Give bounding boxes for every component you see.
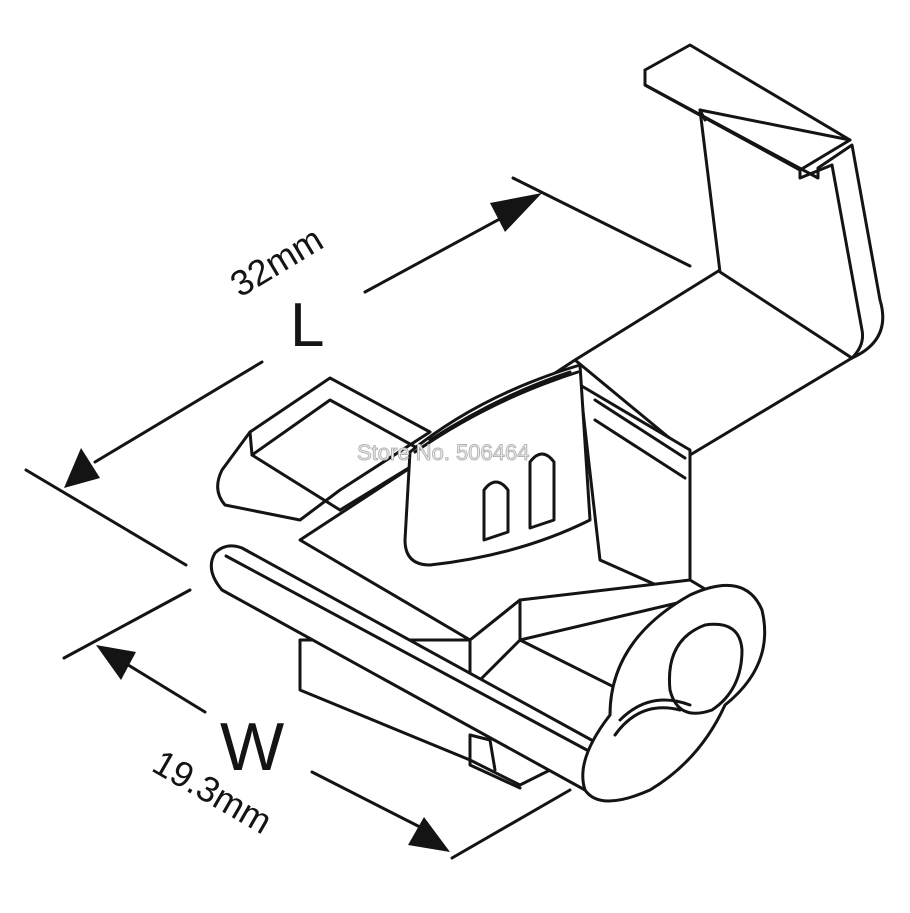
length-line-lower bbox=[93, 360, 264, 464]
length-arrowhead-top bbox=[490, 193, 542, 232]
width-symbol: W bbox=[220, 709, 284, 785]
width-dimension bbox=[62, 588, 572, 860]
length-extension-top bbox=[511, 176, 692, 268]
width-line-upper bbox=[118, 658, 207, 714]
store-watermark: Store No. 506464 bbox=[357, 440, 529, 465]
width-arrowhead-top bbox=[96, 645, 136, 680]
wire-port-opening bbox=[667, 622, 744, 715]
length-extension-bottom bbox=[24, 468, 188, 567]
connector-body bbox=[209, 43, 885, 803]
width-line-lower bbox=[310, 770, 420, 828]
left-clip-block bbox=[216, 376, 432, 522]
blade-slot-right bbox=[528, 452, 556, 530]
width-extension-top bbox=[62, 588, 192, 660]
blade-slot-left bbox=[482, 480, 510, 542]
length-line-upper bbox=[363, 206, 522, 294]
width-extension-bottom bbox=[450, 788, 572, 860]
width-arrowhead-bottom bbox=[408, 817, 450, 852]
length-arrowhead-bottom bbox=[64, 448, 100, 488]
length-dimension bbox=[24, 176, 692, 567]
length-symbol: L bbox=[290, 291, 324, 360]
